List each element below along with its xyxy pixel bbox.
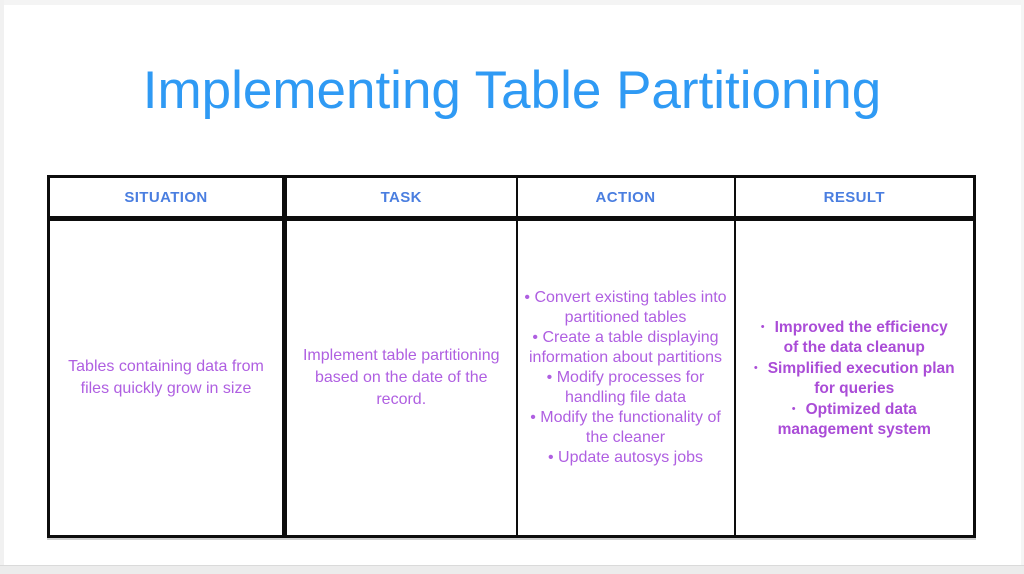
- header-row: SITUATION TASK ACTION RESULT: [47, 175, 976, 221]
- column-header-task: TASK: [283, 175, 518, 221]
- star-table: SITUATION TASK ACTION RESULT Tables cont…: [47, 175, 976, 538]
- action-cell: Convert existing tables intopartitioned …: [515, 217, 736, 538]
- action-bullet: Update autosys jobs: [519, 448, 733, 468]
- action-bullet: Convert existing tables intopartitioned …: [519, 288, 733, 328]
- column-header-result: RESULT: [733, 175, 976, 221]
- column-header-action: ACTION: [515, 175, 736, 221]
- column-header-situation: SITUATION: [47, 175, 287, 221]
- slide-title: Implementing Table Partitioning: [142, 61, 882, 120]
- letterbox-right: [1021, 0, 1024, 574]
- letterbox-top: [0, 0, 1024, 5]
- letterbox-bottom: [0, 565, 1024, 574]
- letterbox-left: [0, 0, 4, 574]
